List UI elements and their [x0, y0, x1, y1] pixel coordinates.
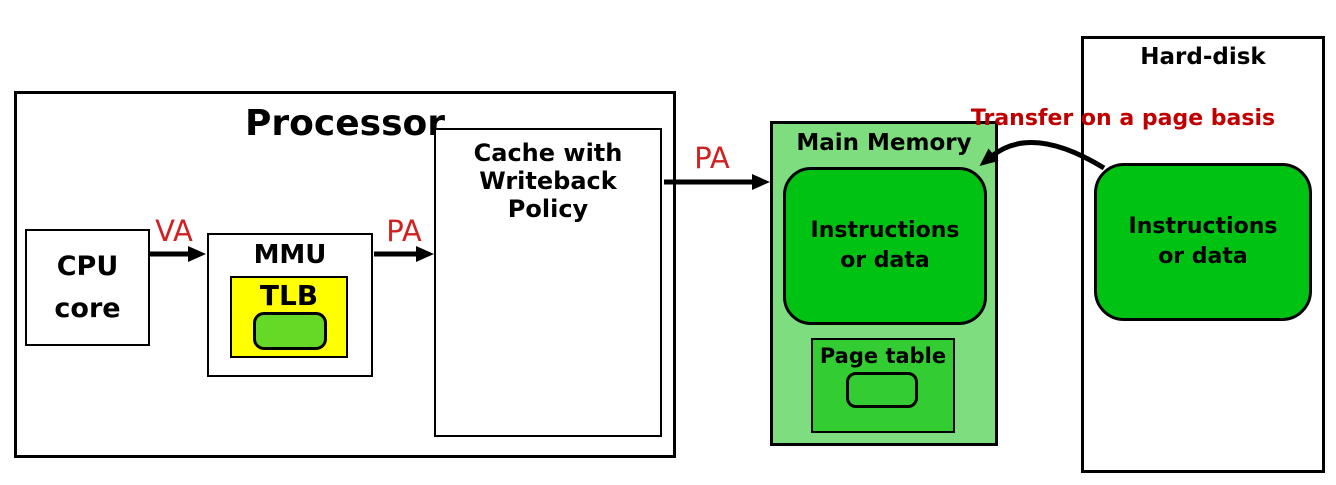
va-label: VA	[155, 214, 193, 248]
main-memory-title: Main Memory	[796, 130, 972, 156]
pa-label-memory: PA	[694, 141, 730, 175]
pa-label-mmu: PA	[386, 214, 422, 248]
cache-box	[434, 128, 662, 437]
main-memory-instructions-label: Instructions or data	[810, 218, 960, 273]
cpu-core-label: CPU core	[54, 250, 121, 324]
page-table-title: Page table	[819, 344, 947, 368]
processor-title: Processor	[245, 103, 445, 144]
hard-disk-instructions-rect: Instructions or data	[1094, 163, 1312, 321]
transfer-label: Transfer on a page basis	[970, 106, 1276, 131]
main-memory-instructions-rect: Instructions or data	[783, 167, 987, 325]
tlb-label: TLB	[259, 279, 319, 312]
cache-label: Cache with Writeback Policy	[473, 139, 623, 223]
mmu-label: MMU	[253, 240, 327, 270]
hard-disk-title: Hard-disk	[1140, 44, 1266, 70]
hard-disk-instructions-label: Instructions or data	[1128, 214, 1278, 269]
cpu-core-box: CPU core	[25, 229, 150, 346]
page-table-entry-rect	[846, 372, 918, 408]
tlb-entry-rect	[253, 312, 327, 350]
processor-box	[14, 91, 676, 458]
